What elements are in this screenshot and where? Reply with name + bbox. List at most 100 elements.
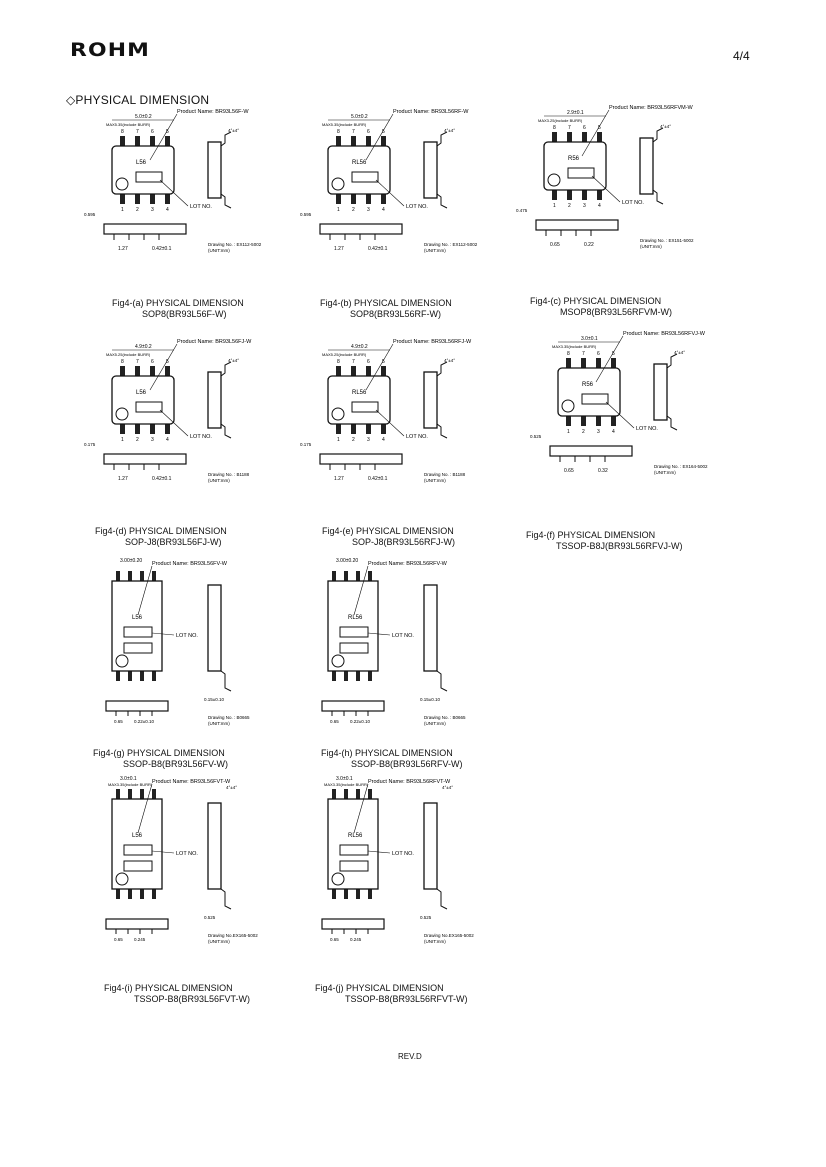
page-number: 4/4 bbox=[733, 49, 750, 63]
pitch-label: 0.65 bbox=[550, 242, 560, 248]
side-lead bbox=[220, 888, 232, 910]
bottom-pin bbox=[368, 671, 372, 681]
top-pin bbox=[135, 366, 140, 376]
lot-no-label: LOT NO. bbox=[176, 851, 198, 857]
marking-label: RL56 bbox=[352, 390, 367, 396]
bottom-pin bbox=[135, 194, 140, 204]
top-pin bbox=[611, 358, 616, 368]
bottom-pin bbox=[344, 671, 348, 681]
pin-number: 6 bbox=[151, 129, 154, 135]
bottom-pin bbox=[140, 671, 144, 681]
package-body bbox=[557, 367, 621, 417]
bottom-pin bbox=[344, 889, 348, 899]
pin1-dim-label: 0.525 bbox=[204, 915, 216, 920]
side-lead bbox=[436, 193, 448, 209]
bottom-pin bbox=[566, 416, 571, 426]
lot-no-label: LOT NO. bbox=[176, 633, 198, 639]
bottom-pin bbox=[120, 194, 125, 204]
package-body bbox=[327, 375, 391, 425]
figure-package-name: TSSOP-B8J(BR93L56RFVJ-W) bbox=[556, 541, 683, 551]
pin-number: 1 bbox=[553, 203, 556, 209]
pin1-dim-label: 0.15±0.10 bbox=[420, 697, 440, 702]
product-name-label: Product Name: BR93L56RF-W bbox=[393, 109, 469, 115]
bottom-pin bbox=[332, 889, 336, 899]
rohm-logo: ROHM bbox=[70, 39, 151, 61]
product-name-label: Product Name: BR93L56RFVT-W bbox=[368, 779, 451, 785]
pin1-dim-label: 0.175 bbox=[84, 442, 96, 447]
pin1-mark bbox=[331, 407, 345, 421]
width-dim-label: 4.9±0.2 bbox=[351, 344, 368, 350]
lot-leader bbox=[159, 179, 189, 207]
pin-number: 4 bbox=[612, 429, 615, 435]
bottom-pin bbox=[597, 190, 602, 200]
product-name-label: Product Name: BR93L56FV-W bbox=[152, 561, 228, 567]
top-pin bbox=[581, 358, 586, 368]
top-pin bbox=[120, 366, 125, 376]
top-pin bbox=[165, 136, 170, 146]
top-pin bbox=[356, 571, 360, 581]
top-pin bbox=[128, 789, 132, 799]
product-name-label: Product Name: BR93L56F-W bbox=[177, 109, 249, 115]
lot-box bbox=[339, 642, 369, 654]
side-lead bbox=[666, 415, 678, 431]
lead-label: 0.22±0.10 bbox=[350, 719, 370, 724]
bottom-pin bbox=[351, 194, 356, 204]
angle-label: 4°±4° bbox=[228, 128, 239, 133]
figure-package-name: SOP8(BR93L56F-W) bbox=[142, 309, 227, 319]
unit-label: (UNIT:mm) bbox=[640, 244, 662, 249]
side-body bbox=[639, 137, 654, 195]
lot-no-label: LOT NO. bbox=[406, 204, 428, 210]
top-pin bbox=[116, 789, 120, 799]
pitch-label: 0.65 bbox=[114, 937, 123, 942]
bottom-pin bbox=[128, 889, 132, 899]
unit-label: (UNIT:mm) bbox=[208, 721, 230, 726]
lot-leader bbox=[151, 632, 175, 636]
unit-label: (UNIT:mm) bbox=[424, 248, 446, 253]
top-pin bbox=[165, 366, 170, 376]
pin-number: 3 bbox=[367, 207, 370, 213]
bottom-pin bbox=[351, 424, 356, 434]
pin-number: 8 bbox=[553, 125, 556, 131]
front-body bbox=[103, 453, 187, 465]
side-lead bbox=[436, 361, 448, 377]
bottom-pin bbox=[356, 889, 360, 899]
side-body bbox=[653, 363, 668, 421]
top-pin bbox=[351, 136, 356, 146]
lead-label: 0.22±0.10 bbox=[134, 719, 154, 724]
front-body bbox=[103, 223, 187, 235]
side-body bbox=[423, 371, 438, 429]
angle-label: 4°±4° bbox=[444, 358, 455, 363]
figure-caption: Fig4-(f) PHYSICAL DIMENSION bbox=[526, 530, 656, 540]
pin-number: 3 bbox=[367, 437, 370, 443]
pin-number: 5 bbox=[612, 351, 615, 357]
front-body bbox=[535, 219, 619, 231]
top-pin bbox=[596, 358, 601, 368]
package-body bbox=[111, 145, 175, 195]
pin-number: 5 bbox=[166, 359, 169, 365]
width-dim-label: 5.0±0.2 bbox=[135, 114, 152, 120]
width-dim-label: 3.00±0.20 bbox=[120, 558, 142, 564]
side-body bbox=[423, 802, 438, 890]
pin-number: 2 bbox=[136, 207, 139, 213]
side-body bbox=[207, 802, 222, 890]
top-pin bbox=[552, 132, 557, 142]
bottom-pin bbox=[152, 671, 156, 681]
pin-number: 3 bbox=[151, 437, 154, 443]
product-name-label: Product Name: BR93L56RFVJ-W bbox=[623, 331, 706, 337]
top-pin bbox=[336, 366, 341, 376]
bottom-pin bbox=[150, 424, 155, 434]
bottom-pin bbox=[332, 671, 336, 681]
side-lead bbox=[220, 193, 232, 209]
burr-label: MAX3.25(include BURR) bbox=[538, 118, 583, 123]
bottom-pin bbox=[366, 194, 371, 204]
bottom-pin bbox=[567, 190, 572, 200]
figure-package-name: TSSOP-B8(BR93L56FVT-W) bbox=[134, 994, 251, 1004]
pin-number: 6 bbox=[597, 351, 600, 357]
lead-label: 0.42±0.1 bbox=[368, 476, 388, 482]
section-title: ◇PHYSICAL DIMENSION bbox=[66, 93, 210, 107]
drawing-no-label: Drawing No. : B1188 bbox=[424, 472, 466, 477]
lot-no-label: LOT NO. bbox=[406, 434, 428, 440]
package-body bbox=[111, 375, 175, 425]
